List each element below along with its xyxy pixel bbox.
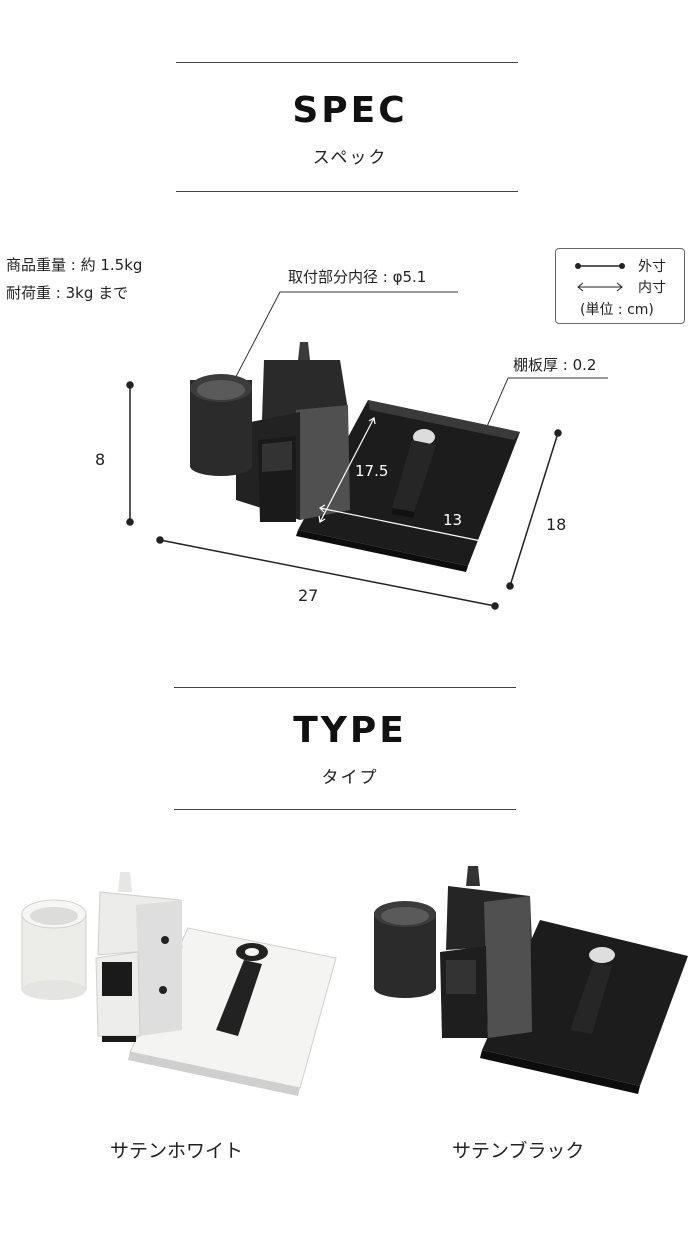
diameter-leader-line [227,291,458,393]
type-bottom-rule [174,809,516,810]
dimension-legend: 外寸 内寸 (単位 : cm) [555,248,685,324]
black-variant-image [374,866,688,1094]
inner-depth-dimension-label: 17.5 [355,462,389,480]
legend-lines [575,263,625,292]
shelf-tray [296,400,520,572]
weight-text: 商品重量 : 約 1.5kg [6,256,143,274]
dimension-lines [126,381,562,610]
spec-top-rule [176,62,518,63]
spec-diagram [126,291,608,610]
white-variant-image [21,872,337,1096]
inner-diameter-text: 取付部分内径 : φ5.1 [288,268,427,286]
inner-dimension-lines [318,417,487,547]
legend-inner-label: 内寸 [638,280,666,296]
pipe-holder-cup [190,374,252,476]
type-top-rule [174,687,516,688]
type-subtitle: タイプ [321,768,379,788]
width-dimension-label: 27 [298,586,319,605]
thickness-leader-line [481,377,608,439]
variant-label-black: サテンブラック [452,1140,585,1162]
spec-bottom-rule [176,191,518,192]
spec-title: SPEC [292,90,408,131]
shelf-thickness-text: 棚板厚 : 0.2 [513,356,597,374]
variant-label-white: サテンホワイト [110,1140,244,1162]
type-title: TYPE [293,710,407,751]
legend-unit-label: (単位 : cm) [580,302,654,318]
depth-dimension-label: 18 [546,515,567,534]
load-text: 耐荷重 : 3kg まで [6,284,129,302]
inner-width-dimension-label: 13 [443,511,463,529]
spec-subtitle: スペック [312,148,388,168]
legend-outer-label: 外寸 [638,259,666,275]
height-dimension-label: 8 [95,450,106,469]
